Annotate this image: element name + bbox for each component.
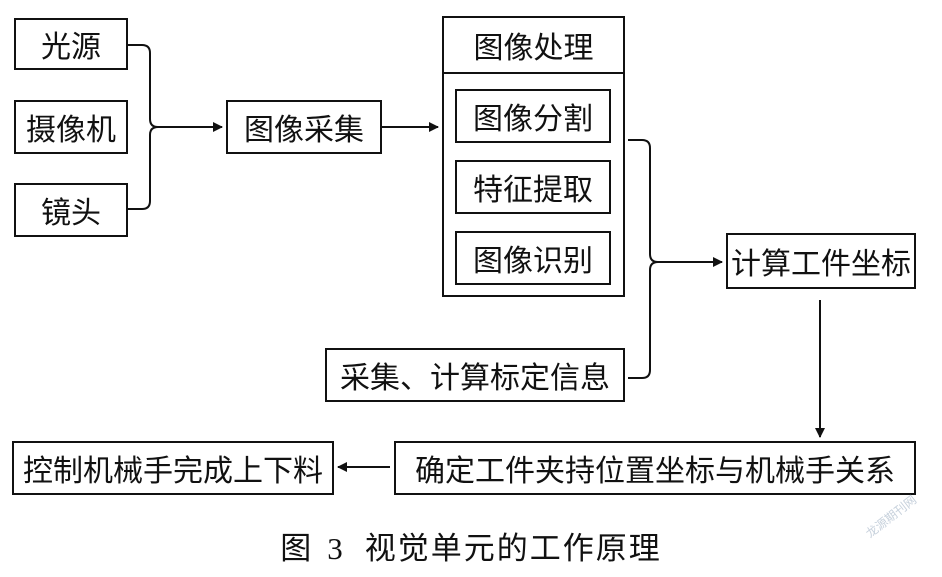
box-calibration-info-label: 采集、计算标定信息 bbox=[340, 361, 610, 396]
image-processing-group: 图像处理 bbox=[442, 16, 625, 297]
caption-title: 视觉单元的工作原理 bbox=[364, 531, 662, 567]
box-gripping-relation: 确定工件夹持位置坐标与机械手关系 bbox=[394, 441, 916, 495]
image-processing-title: 图像处理 bbox=[444, 18, 623, 74]
box-robot-loading-control-label: 控制机械手完成上下料 bbox=[23, 454, 323, 489]
box-image-segmentation-label: 图像分割 bbox=[473, 102, 593, 137]
box-compute-workpiece-coords: 计算工件坐标 bbox=[726, 233, 916, 289]
box-feature-extraction-label: 特征提取 bbox=[473, 173, 593, 208]
box-light-source: 光源 bbox=[14, 18, 128, 70]
box-feature-extraction: 特征提取 bbox=[455, 160, 611, 214]
box-light-source-label: 光源 bbox=[41, 30, 101, 65]
caption-prefix: 图 bbox=[280, 531, 314, 567]
box-image-recognition-label: 图像识别 bbox=[473, 244, 593, 279]
box-compute-workpiece-coords-label: 计算工件坐标 bbox=[731, 247, 911, 282]
box-image-acquisition: 图像采集 bbox=[226, 100, 382, 154]
box-image-acquisition-label: 图像采集 bbox=[244, 113, 364, 148]
box-lens: 镜头 bbox=[14, 183, 128, 237]
brace-inputs bbox=[128, 44, 159, 210]
box-image-recognition: 图像识别 bbox=[455, 231, 611, 285]
box-camera: 摄像机 bbox=[14, 100, 128, 154]
caption-number: 3 bbox=[327, 531, 345, 566]
brace-processing bbox=[628, 139, 659, 379]
box-gripping-relation-label: 确定工件夹持位置坐标与机械手关系 bbox=[415, 454, 895, 489]
box-robot-loading-control: 控制机械手完成上下料 bbox=[12, 441, 334, 495]
image-processing-title-label: 图像处理 bbox=[473, 31, 594, 66]
box-calibration-info: 采集、计算标定信息 bbox=[325, 348, 625, 402]
box-lens-label: 镜头 bbox=[41, 196, 101, 231]
box-camera-label: 摄像机 bbox=[26, 113, 116, 148]
box-image-segmentation: 图像分割 bbox=[455, 89, 611, 143]
